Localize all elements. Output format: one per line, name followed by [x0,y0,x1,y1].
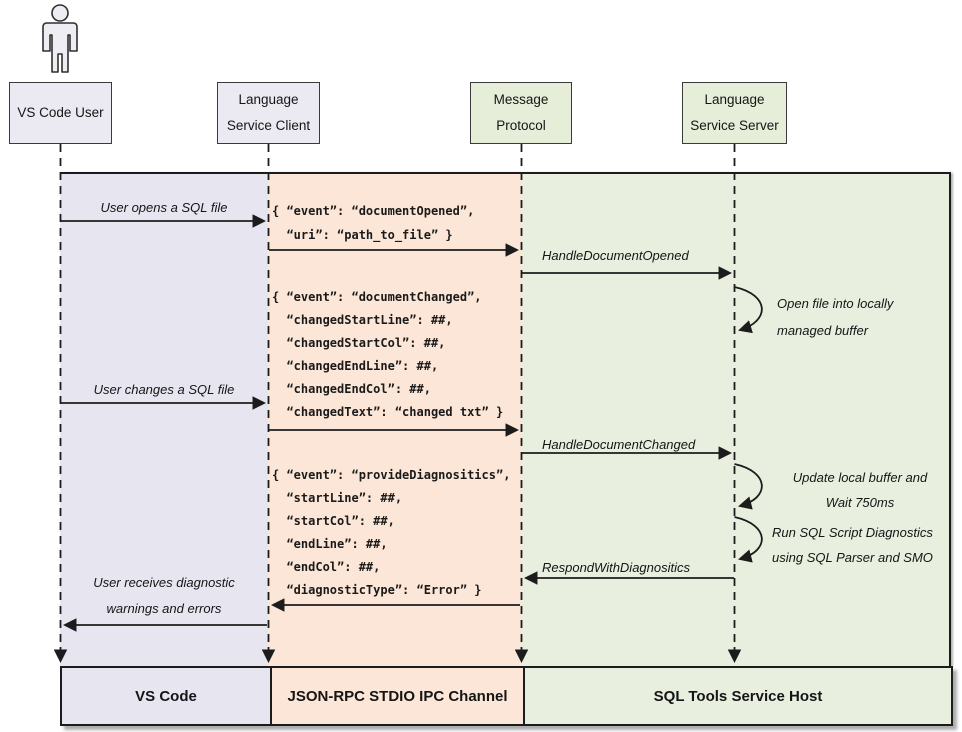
payload-document-opened: { “event”: “documentOpened”, “uri”: “pat… [272,204,475,242]
user-actor-icon [42,4,78,73]
footer-vs-code: VS Code [62,668,270,724]
footer-row: VS Code JSON-RPC STDIO IPC Channel SQL T… [60,666,953,726]
payload-provide-diagnostics: { “event”: “provideDiagnositics”, “start… [272,468,511,597]
footer-sql-tools-service-host: SQL Tools Service Host [523,668,951,724]
lane-ipc-channel [268,174,521,668]
lane-vs-code [60,174,268,668]
label-user-opens-file: User opens a SQL file [100,200,228,215]
payload-document-changed: { “event”: “documentChanged”, “changedSt… [272,290,504,419]
label-handle-document-changed: HandleDocumentChanged [542,437,696,452]
label-respond-with-diagnostics: RespondWithDiagnositics [542,560,691,575]
label-handle-document-opened: HandleDocumentOpened [542,248,689,263]
label-user-changes-file: User changes a SQL file [93,382,235,397]
footer-json-rpc-channel: JSON-RPC STDIO IPC Channel [270,668,523,724]
actor-box-vs-code-user: VS Code User [9,82,112,144]
